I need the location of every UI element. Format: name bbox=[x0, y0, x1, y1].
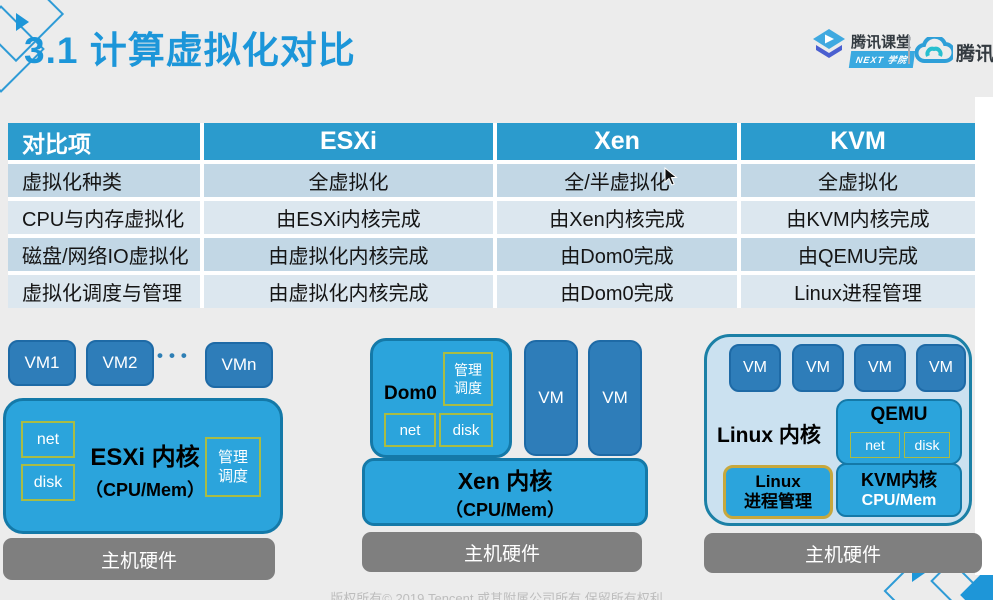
table-cell: 由虚拟化内核完成 bbox=[204, 238, 493, 271]
table-header-cell: ESXi bbox=[204, 123, 493, 160]
table-cell: 由QEMU完成 bbox=[741, 238, 975, 271]
kvm-kernel-title: KVM内核 bbox=[861, 469, 937, 490]
kvm-disk-box: disk bbox=[904, 432, 950, 458]
scheduler-line: 管理 bbox=[217, 448, 248, 466]
copyright-text: 版权所有© 2019 Tencent 或其附属公司所有 保留所有权利 bbox=[330, 591, 663, 600]
table-cell: 由虚拟化内核完成 bbox=[204, 275, 493, 308]
kvm-vm-box: VM bbox=[792, 344, 844, 392]
xen-kernel-box: Xen 内核 （CPU/Mem） bbox=[362, 458, 648, 526]
corner-triangle-decoration bbox=[16, 13, 29, 31]
table-cell: 全虚拟化 bbox=[204, 164, 493, 197]
linux-process-line: 进程管理 bbox=[744, 492, 812, 511]
kvm-linux-kernel-label: Linux 内核 bbox=[717, 424, 821, 447]
esxi-hardware-bar: 主机硬件 bbox=[3, 538, 275, 580]
tencent-cloud-label: 腾讯云 bbox=[956, 44, 993, 65]
esxi-kernel-label: ESXi 内核 （CPU/Mem） bbox=[70, 437, 220, 502]
table-cell: 由ESXi内核完成 bbox=[204, 201, 493, 234]
table-cell: 全/半虚拟化 bbox=[497, 164, 737, 197]
brand-divider bbox=[908, 35, 910, 64]
kvm-qemu-label: QEMU bbox=[870, 404, 928, 425]
table-cell: Linux进程管理 bbox=[741, 275, 975, 308]
kvm-vm-box: VM bbox=[854, 344, 906, 392]
linux-process-line: Linux bbox=[755, 472, 801, 492]
esxi-kernel-box: net disk ESXi 内核 （CPU/Mem） 管理 调度 bbox=[3, 398, 283, 534]
xen-hardware-bar: 主机硬件 bbox=[362, 532, 642, 572]
tencent-classroom-label: 腾讯课堂 bbox=[851, 34, 912, 51]
table-cell: CPU与内存虚拟化 bbox=[8, 201, 200, 234]
esxi-scheduler-box: 管理 调度 bbox=[205, 437, 261, 497]
kvm-kernel-box: KVM内核 CPU/Mem bbox=[836, 463, 962, 517]
scheduler-line: 管理 bbox=[454, 361, 482, 378]
kvm-linux-process-box: Linux 进程管理 bbox=[723, 465, 833, 519]
xen-net-box: net bbox=[384, 413, 436, 447]
xen-kernel-subtitle: （CPU/Mem） bbox=[444, 500, 565, 520]
page-title: 3.1 计算虚拟化对比 bbox=[24, 30, 356, 71]
esxi-vmn-box: VMn bbox=[205, 342, 273, 388]
kvm-vm-box: VM bbox=[916, 344, 966, 392]
slide-edge-strip bbox=[975, 97, 993, 575]
tencent-classroom-icon bbox=[813, 29, 845, 58]
kvm-kernel-subtitle: CPU/Mem bbox=[861, 492, 937, 510]
xen-disk-box: disk bbox=[439, 413, 493, 447]
table-header-cell: Xen bbox=[497, 123, 737, 160]
xen-dom0-label: Dom0 bbox=[384, 383, 437, 404]
table-cell: 由Xen内核完成 bbox=[497, 201, 737, 234]
scheduler-line: 调度 bbox=[454, 380, 482, 396]
comparison-table: 对比项 ESXi Xen KVM 虚拟化种类 全虚拟化 全/半虚拟化 全虚拟化 … bbox=[8, 123, 975, 308]
table-cell: 由Dom0完成 bbox=[497, 238, 737, 271]
table-header-cell: KVM bbox=[741, 123, 975, 160]
esxi-kernel-subtitle: （CPU/Mem） bbox=[84, 480, 205, 500]
table-header-cell: 对比项 bbox=[8, 123, 200, 160]
esxi-disk-box: disk bbox=[21, 464, 75, 501]
table-cell: 虚拟化调度与管理 bbox=[8, 275, 200, 308]
tencent-cloud-icon bbox=[915, 37, 953, 63]
table-cell: 全虚拟化 bbox=[741, 164, 975, 197]
table-cell: 由Dom0完成 bbox=[497, 275, 737, 308]
kvm-qemu-box: QEMU net disk bbox=[836, 399, 962, 465]
xen-vm-box: VM bbox=[524, 340, 578, 456]
table-cell: 磁盘/网络IO虚拟化 bbox=[8, 238, 200, 271]
esxi-kernel-title: ESXi 内核 bbox=[90, 444, 200, 471]
kvm-net-box: net bbox=[850, 432, 900, 458]
xen-kernel-title: Xen 内核 bbox=[457, 468, 553, 494]
table-cell: 虚拟化种类 bbox=[8, 164, 200, 197]
esxi-net-box: net bbox=[21, 421, 75, 458]
scheduler-line: 调度 bbox=[217, 468, 248, 485]
xen-dom0-box: Dom0 管理 调度 net disk bbox=[370, 338, 512, 458]
xen-vm-box: VM bbox=[588, 340, 642, 456]
kvm-vm-box: VM bbox=[729, 344, 781, 392]
kvm-container-box: VM VM VM VM Linux 内核 QEMU net disk Linux… bbox=[704, 334, 972, 526]
next-academy-badge: NEXT 学院 bbox=[848, 51, 915, 68]
ellipsis-dots: ••• bbox=[157, 346, 193, 365]
mouse-cursor bbox=[664, 167, 678, 186]
xen-scheduler-box: 管理 调度 bbox=[443, 352, 493, 406]
kvm-hardware-bar: 主机硬件 bbox=[704, 533, 982, 573]
table-cell: 由KVM内核完成 bbox=[741, 201, 975, 234]
esxi-vm2-box: VM2 bbox=[86, 340, 154, 386]
esxi-vm1-box: VM1 bbox=[8, 340, 76, 386]
